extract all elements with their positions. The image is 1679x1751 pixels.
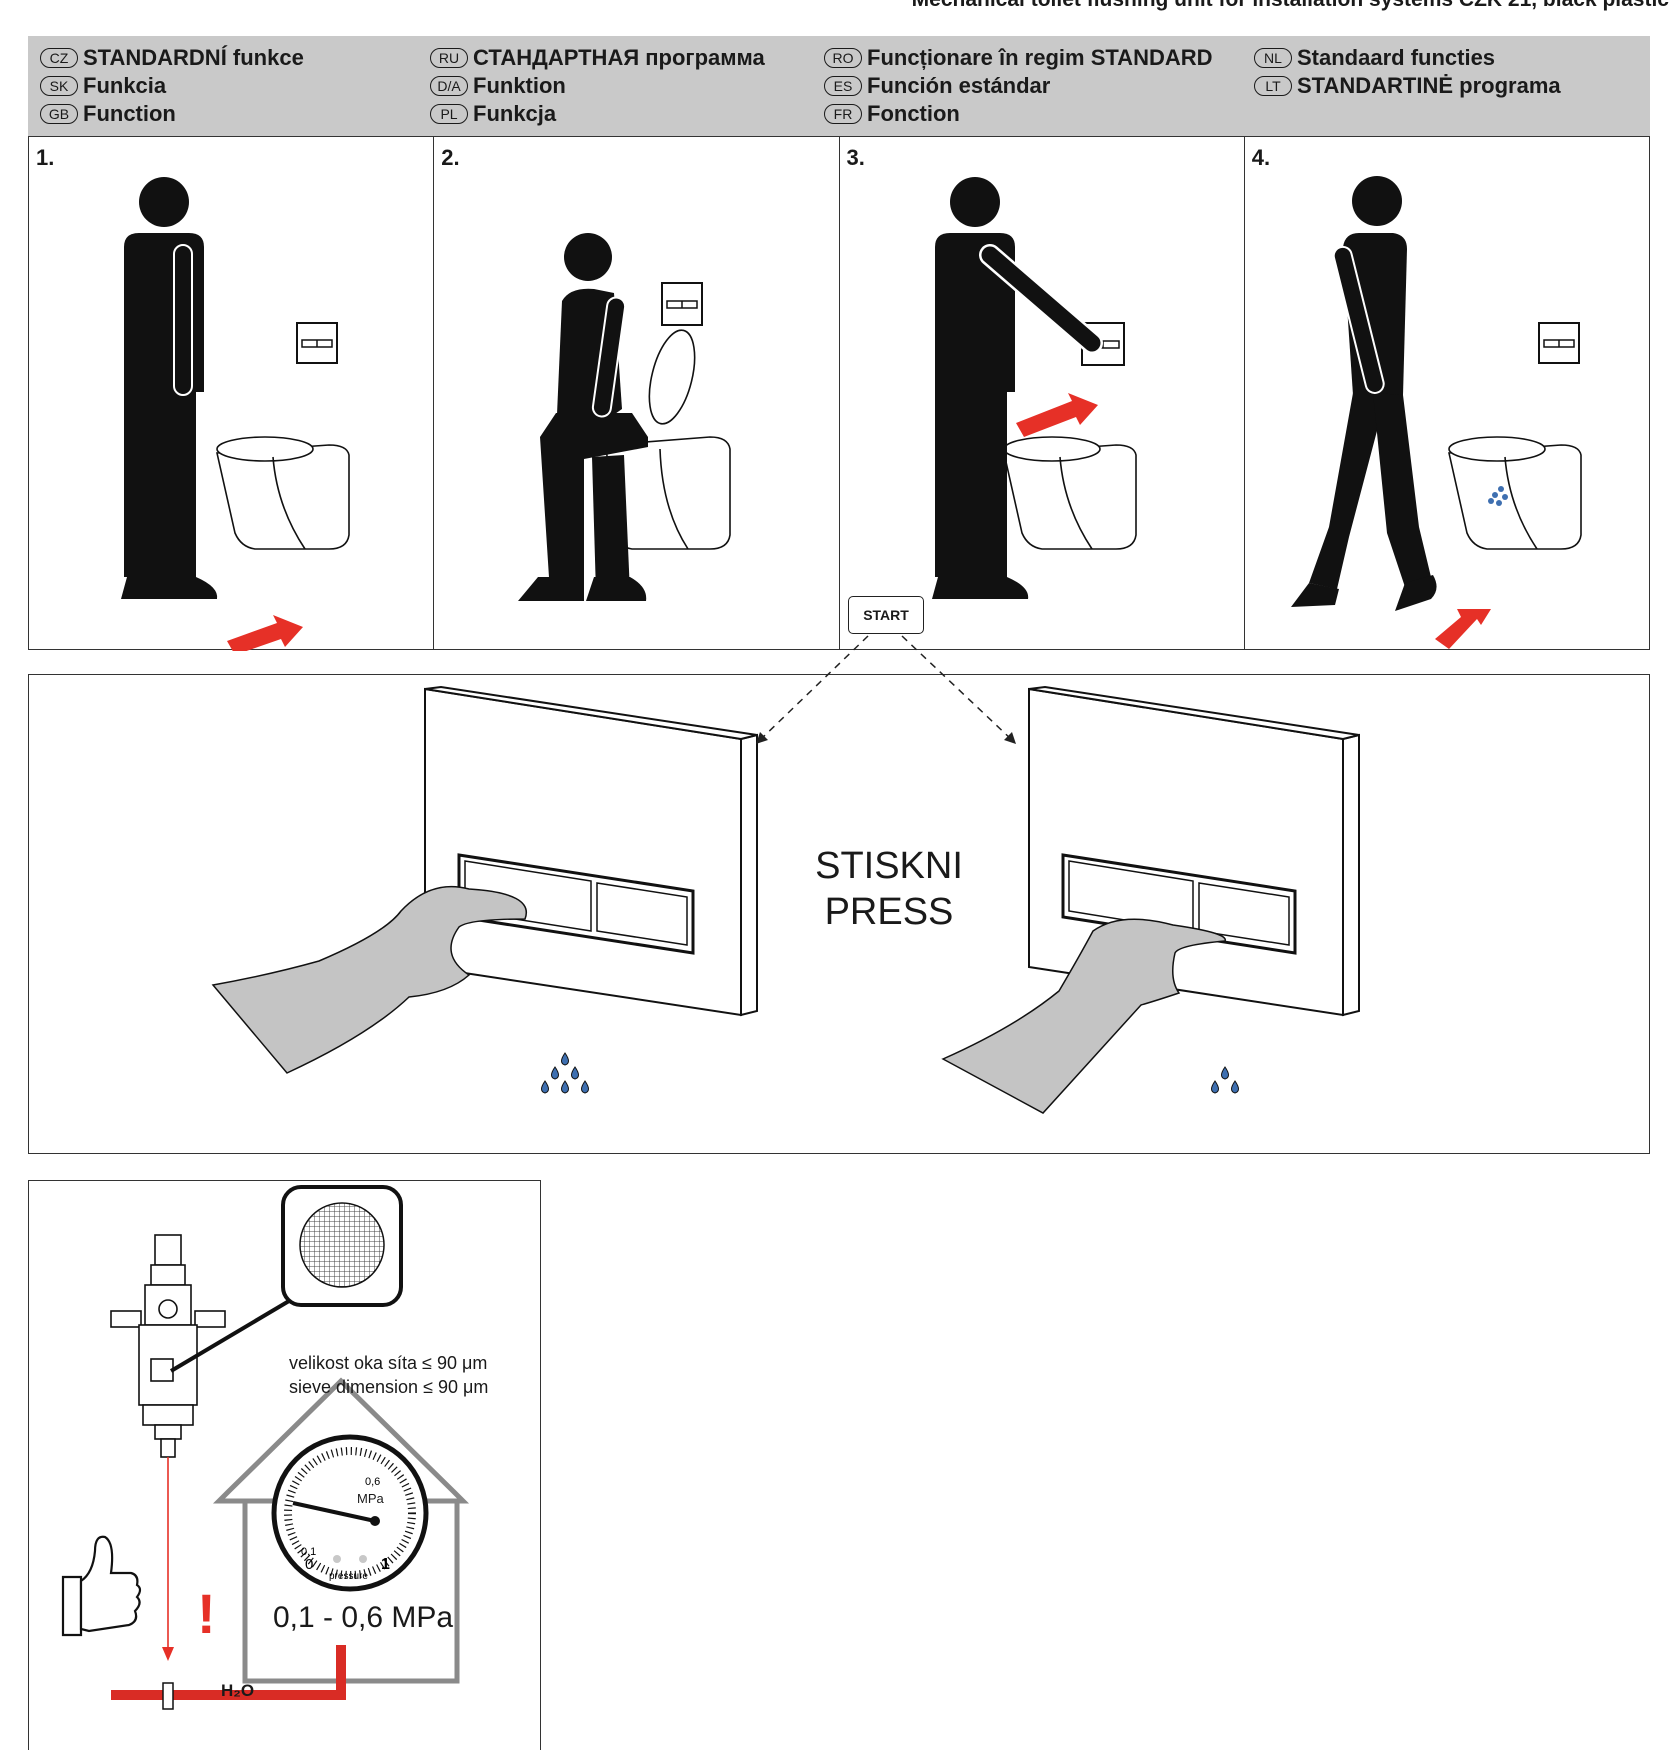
- installation-requirements-panel: 0,6 0,1 0 1 pressure velikost oka síta ≤…: [28, 1180, 541, 1750]
- flush-plate-full-illustration: [211, 685, 1360, 1114]
- pressure-gauge-icon: 0,6 0,1 0 1 pressure: [271, 1434, 429, 1592]
- toilet-icon: [216, 436, 350, 550]
- language-code-badge: PL: [430, 104, 468, 124]
- press-text-en: PRESS: [824, 891, 954, 933]
- gauge-caption: pressure: [329, 1571, 368, 1582]
- water-drops-icon: [1487, 486, 1508, 506]
- press-panel: STISKNI PRESS: [28, 674, 1650, 1154]
- toilet-icon: [1447, 436, 1582, 550]
- language-code-badge: RO: [824, 48, 862, 68]
- gauge-unit-label: MPa: [357, 1491, 384, 1506]
- language-code-badge: GB: [40, 104, 78, 124]
- header-label: Funcționare în regim STANDARD: [867, 45, 1213, 70]
- header-label: STANDARDNÍ funkce: [83, 45, 304, 70]
- warning-icon: !: [197, 1582, 216, 1645]
- header-label: Standaard functies: [1297, 45, 1496, 70]
- steps-row: 1. 2.: [28, 136, 1650, 651]
- header-label: СТАНДАРТНАЯ программа: [473, 45, 765, 70]
- water-drops-icon: [541, 1052, 589, 1094]
- gauge-tick-label: 0: [305, 1556, 313, 1573]
- flush-plate-icon: [661, 282, 704, 326]
- header-label: Fonction: [867, 101, 960, 126]
- pressure-range-label: 0,1 - 0,6 MPa: [273, 1601, 454, 1634]
- start-button[interactable]: START: [848, 596, 924, 634]
- press-text-cz: STISKNI: [815, 845, 963, 887]
- sieve-detail-icon: [281, 1185, 403, 1307]
- header-label: Funkcja: [473, 101, 557, 126]
- person-walking-away-illustration: [1290, 176, 1582, 649]
- sieve-note-en: sieve dimension ≤ 90 μm: [289, 1377, 489, 1397]
- sieve-size-note: velikost oka síta ≤ 90 μm sieve dimensio…: [289, 1351, 488, 1399]
- language-code-badge: LT: [1254, 76, 1292, 96]
- person-standing-illustration: [121, 177, 350, 651]
- document-title: Mechanical toilet flushing unit for inst…: [912, 0, 1669, 12]
- installation-illustration: 0,6 0,1 0 1 pressure: [61, 1185, 470, 1710]
- language-code-badge: NL: [1254, 48, 1292, 68]
- person-pressing-illustration: [931, 177, 1137, 599]
- person-sitting-illustration: [518, 233, 732, 601]
- step-number: 1.: [36, 145, 55, 170]
- header-label: STANDARTINĖ programa: [1297, 73, 1561, 98]
- language-code-badge: SK: [40, 76, 78, 96]
- language-code-badge: ES: [824, 76, 862, 96]
- header-label: Funktion: [473, 73, 566, 98]
- language-code-badge: D/A: [430, 76, 468, 96]
- flush-plate-icon: [1537, 322, 1580, 364]
- press-instruction: STISKNI PRESS: [779, 843, 999, 935]
- gauge-tick-label: 0,1: [301, 1546, 316, 1558]
- language-code-badge: CZ: [40, 48, 78, 68]
- step-number: 2.: [441, 145, 460, 170]
- language-code-badge: FR: [824, 104, 862, 124]
- sieve-note-cz: velikost oka síta ≤ 90 μm: [289, 1353, 488, 1373]
- step-1-panel: 1.: [29, 137, 435, 651]
- header-label: Función estándar: [867, 73, 1051, 98]
- flush-plate-icon: [296, 322, 338, 364]
- step-3-panel: 3.: [840, 137, 1245, 649]
- language-code-badge: RU: [430, 48, 468, 68]
- step-2-panel: 2.: [434, 137, 840, 649]
- step-number: 4.: [1251, 145, 1271, 170]
- header-label: Funkcia: [83, 73, 167, 98]
- thumbs-up-icon: [61, 1535, 142, 1637]
- water-filter-icon: [110, 1234, 226, 1458]
- gauge-tick-label: 0,6: [365, 1476, 380, 1488]
- water-label: H₂O: [221, 1681, 255, 1700]
- water-drops-icon: [1211, 1066, 1239, 1094]
- gauge-tick-label: 1: [381, 1556, 390, 1573]
- step-number: 3.: [846, 145, 865, 170]
- toilet-icon: [1002, 436, 1137, 550]
- header-label: Function: [83, 101, 176, 126]
- step-4-panel: 4.: [1245, 137, 1649, 649]
